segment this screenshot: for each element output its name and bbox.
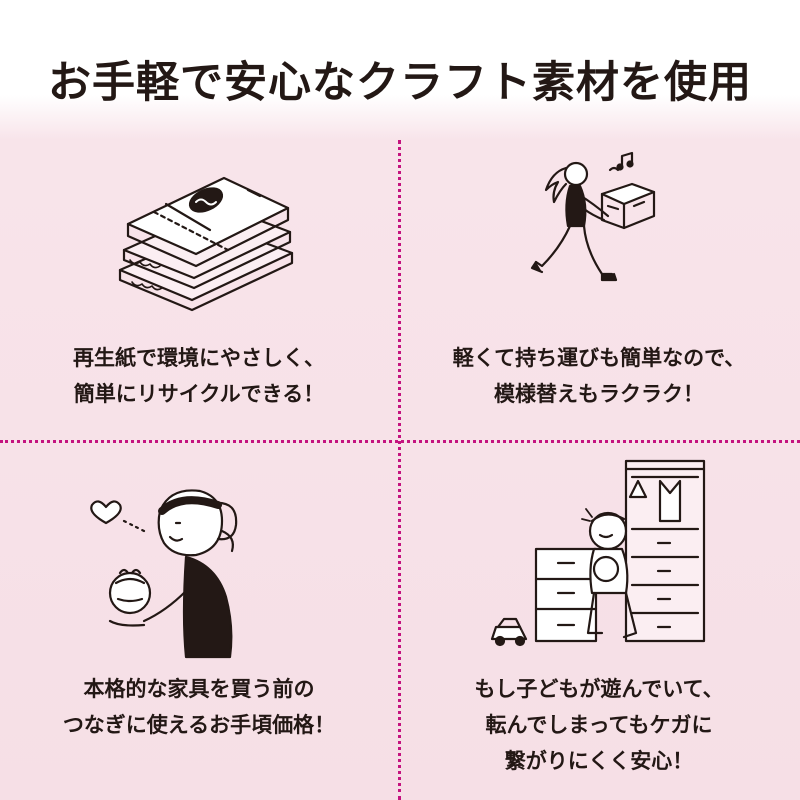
- feature-caption: 軽くて持ち運びも簡単なので、 模様替えもラクラク！: [452, 346, 746, 406]
- feature-safety: もし子どもが遊んでいて、 転んでしまってもケガに 繋がりにくく安心！: [400, 443, 798, 800]
- child-with-drawers-icon: [490, 459, 706, 647]
- feature-caption: もし子どもが遊んでいて、 転んでしまってもケガに 繋がりにくく安心！: [474, 677, 724, 773]
- feature-caption: 再生紙で環境にやさしく、 簡単にリサイクルできる！: [73, 346, 325, 406]
- feature-affordable: 本格的な家具を買う前の つなぎに使えるお手頃価格！: [0, 443, 398, 800]
- cardboard-stack-icon: [118, 176, 294, 312]
- page-title: お手軽で安心なクラフト素材を使用: [48, 58, 752, 108]
- feature-recyclable: 再生紙で環境にやさしく、 簡単にリサイクルできる！: [0, 140, 398, 440]
- horizontal-divider: [0, 440, 800, 443]
- woman-holding-bag-icon: [90, 489, 238, 659]
- woman-carrying-box-icon: [530, 151, 656, 282]
- heart-icon: [90, 500, 122, 525]
- feature-lightweight: 軽くて持ち運びも簡単なので、 模様替えもラクラク！: [400, 140, 798, 440]
- feature-caption: 本格的な家具を買う前の つなぎに使えるお手頃価格！: [62, 677, 336, 737]
- vertical-divider: [398, 140, 401, 800]
